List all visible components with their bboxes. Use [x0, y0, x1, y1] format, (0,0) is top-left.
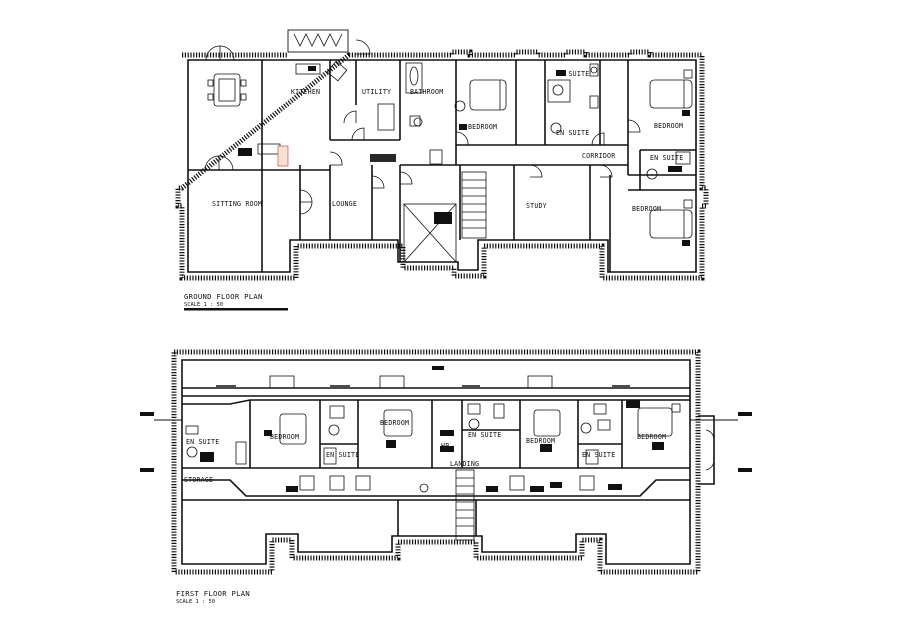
room-label-en-suite-right: EN SUITE [650, 154, 683, 162]
ground-fixtures [207, 60, 693, 246]
ground-floor-title: GROUND FLOOR PLAN [184, 292, 263, 301]
room-label-ff-en-suite-4: EN SUITE [582, 451, 615, 459]
room-label-ff-en-suite-2: EN SUITE [326, 451, 359, 459]
room-label-ff-bedroom-4: BEDROOM [637, 433, 666, 441]
room-label-lounge: LOUNGE [332, 200, 357, 208]
room-label-study: STUDY [526, 202, 547, 210]
first-outer-wall-inner [181, 359, 691, 565]
ground-porch [287, 29, 349, 53]
first-outer-wall [171, 349, 701, 575]
room-label-sitting-room: SITTING ROOM [212, 200, 262, 208]
room-label-ff-storage: STORAGE [184, 476, 213, 484]
room-label-ff-landing: LANDING [450, 460, 479, 468]
first-floor-scale: SCALE 1 : 50 [176, 599, 215, 605]
room-label-ff-hp: HP [441, 442, 449, 450]
room-label-ff-en-suite-3: EN SUITE [468, 431, 501, 439]
ground-internal-walls [188, 60, 696, 272]
first-floor-title: FIRST FLOOR PLAN [176, 589, 250, 598]
first-fixtures [185, 366, 681, 493]
room-label-utility: UTILITY [362, 88, 391, 96]
first-section-markers [140, 412, 752, 485]
room-label-bedroom-center: BEDROOM [468, 123, 497, 131]
room-label-en-suite-mid: EN SUITE [556, 129, 589, 137]
room-label-bathroom: BATHROOM [410, 88, 443, 96]
room-label-en-suite-top: EN SUITE [556, 70, 589, 78]
ground-floor-title-underline [184, 308, 288, 311]
ground-floor-plan: KITCHEN UTILITY BATHROOM EN SUITE EN SUI… [175, 29, 709, 311]
room-label-corridor: CORRIDOR [582, 152, 615, 160]
room-label-ff-bedroom-3: BEDROOM [526, 437, 555, 445]
room-label-bedroom-right-bottom: BEDROOM [632, 205, 661, 213]
room-label-bedroom-right-top: BEDROOM [654, 122, 683, 130]
ground-outer-wall-inner [187, 59, 697, 273]
room-label-ff-en-suite-left: EN SUITE [186, 438, 219, 446]
first-room-labels: EN SUITE BEDROOM EN SUITE BEDROOM HP EN … [184, 419, 666, 484]
room-label-ff-bedroom-1: BEDROOM [270, 433, 299, 441]
ground-door-swings [204, 39, 641, 215]
room-label-ff-bedroom-2: BEDROOM [380, 419, 409, 427]
ground-room-labels: KITCHEN UTILITY BATHROOM EN SUITE EN SUI… [212, 70, 683, 213]
ground-floor-scale: SCALE 1 : 50 [184, 302, 223, 308]
ground-staircase [403, 149, 487, 263]
first-floor-plan: EN SUITE BEDROOM EN SUITE BEDROOM HP EN … [140, 349, 752, 605]
room-label-kitchen: KITCHEN [291, 88, 320, 96]
first-internal-walls [182, 375, 690, 536]
first-staircase [455, 469, 475, 541]
ground-outer-wall [175, 49, 709, 281]
